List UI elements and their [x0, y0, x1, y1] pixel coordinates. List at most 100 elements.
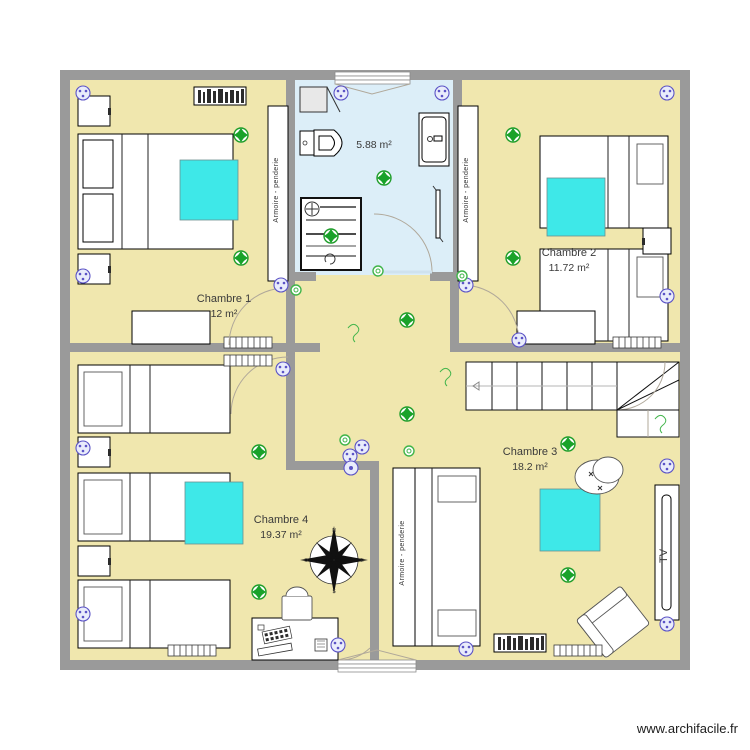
room-fill-corridor — [294, 340, 450, 465]
window-bottom — [337, 649, 417, 673]
power-outlet-icon — [275, 361, 291, 377]
desk — [516, 310, 596, 345]
pillow-top — [437, 475, 477, 503]
door-arc-chambre4-bottom — [339, 647, 371, 661]
wiring-marks — [347, 323, 667, 434]
tv-label: TV — [658, 548, 670, 563]
ceiling-light-icon — [323, 228, 339, 244]
pillow — [636, 143, 664, 185]
wall-right-vert — [450, 281, 459, 347]
pillow — [83, 371, 123, 427]
staircase — [465, 361, 680, 438]
furniture-labels: Armoire - penderie Armoire - penderie Ar… — [273, 157, 470, 585]
room-area-bathroom: 5.88 m² — [356, 139, 392, 151]
mouse-icon — [314, 638, 328, 652]
room-name-chambre3: Chambre 3 — [503, 446, 557, 458]
room-area-chambre4: 19.37 m² — [260, 529, 302, 541]
wall-mid-left — [70, 343, 320, 352]
pillow — [636, 256, 664, 298]
wall-corridor-left — [286, 352, 295, 470]
armoire-label-chambre1: Armoire - penderie — [273, 157, 280, 222]
power-outlet-icon — [659, 458, 675, 474]
ceiling-light-icon — [233, 127, 249, 143]
ceiling-light-icon — [505, 127, 521, 143]
room-name-chambre4: Chambre 4 — [254, 514, 308, 526]
radiator — [612, 336, 662, 349]
pillow-bottom — [437, 609, 477, 637]
mirror-cabinet — [299, 86, 328, 113]
wall-mid-right — [450, 343, 680, 352]
room-name-chambre1: Chambre 1 — [197, 293, 251, 305]
light-switch-icon — [456, 270, 468, 282]
furniture-chambre3: TV — [407, 456, 680, 658]
keyboard-icon — [257, 624, 293, 645]
power-outlet-icon — [75, 268, 91, 284]
svg-text:O: O — [304, 558, 308, 564]
ceiling-light-icon — [251, 584, 267, 600]
light-switch-icon — [403, 445, 415, 457]
door-arc-chambre4 — [230, 356, 289, 415]
wall-bath-bottom-right — [430, 272, 462, 281]
armoire-chambre4 — [392, 467, 416, 647]
armchair — [576, 586, 650, 658]
ceiling-light-icon — [560, 567, 576, 583]
power-outlet-icon — [511, 332, 527, 348]
radiator — [223, 336, 273, 349]
room-area-chambre2: 11.72 m² — [549, 262, 590, 274]
room-area-chambre3: 18.2 m² — [512, 461, 548, 473]
door-arc-bathroom — [373, 213, 433, 273]
svg-text:N: N — [332, 528, 336, 534]
towel-rail — [432, 185, 444, 243]
pillow — [83, 479, 123, 535]
site-watermark: www.archifacile.fr — [636, 721, 738, 736]
desk-computer — [251, 586, 339, 661]
ceiling-light-icon — [251, 444, 267, 460]
furniture-chambre1 — [77, 86, 289, 349]
furniture-bathroom — [299, 86, 450, 274]
room-area-chambre1: 12 m² — [211, 308, 238, 320]
radiator — [167, 644, 217, 657]
power-outlet-icon — [434, 85, 450, 101]
pillow-2 — [82, 193, 114, 243]
power-outlet-icon — [330, 637, 346, 653]
armoire-label-chambre2: Armoire - penderie — [463, 157, 470, 222]
bed-rug — [539, 488, 601, 552]
bathtub — [418, 112, 450, 167]
power-outlet-icon — [273, 277, 289, 293]
ceiling-light-icon — [505, 250, 521, 266]
compass-rose-icon: N S E O — [300, 526, 368, 595]
room-name-chambre2: Chambre 2 — [542, 247, 596, 259]
window-top — [334, 71, 411, 95]
power-outlet-icon — [75, 606, 91, 622]
ceiling-light-icon — [560, 436, 576, 452]
shower-tray — [300, 197, 362, 271]
power-outlet-icon — [333, 85, 349, 101]
radiator — [553, 644, 603, 657]
ceiling-light-icon — [376, 170, 392, 186]
toilet — [299, 129, 343, 157]
svg-text:S: S — [332, 589, 336, 595]
room-labels: Chambre 1 12 m² 5.88 m² Chambre 2 11.72 … — [197, 139, 596, 541]
bookshelf — [193, 86, 247, 106]
power-outlet-icon — [659, 288, 675, 304]
power-outlet-icon — [75, 85, 91, 101]
power-outlet-icon — [458, 641, 474, 657]
light-switch-icon — [372, 265, 384, 277]
wall-bath-bottom-left — [286, 272, 316, 281]
ceiling-light-icon — [233, 250, 249, 266]
nightstand — [642, 227, 672, 255]
wall-bath-left — [286, 80, 295, 280]
nightstand — [77, 545, 111, 577]
bed-rug — [179, 159, 239, 221]
tv-unit: TV — [654, 484, 680, 621]
power-outlet-icon — [75, 440, 91, 456]
electrical-symbols — [75, 85, 675, 657]
room-fill-hall — [294, 275, 454, 350]
wall-corridor-bottom — [286, 461, 378, 470]
desk — [131, 310, 211, 345]
wall-corridor-right — [370, 461, 379, 660]
windows — [334, 71, 417, 673]
power-outlet-icon — [354, 439, 370, 455]
